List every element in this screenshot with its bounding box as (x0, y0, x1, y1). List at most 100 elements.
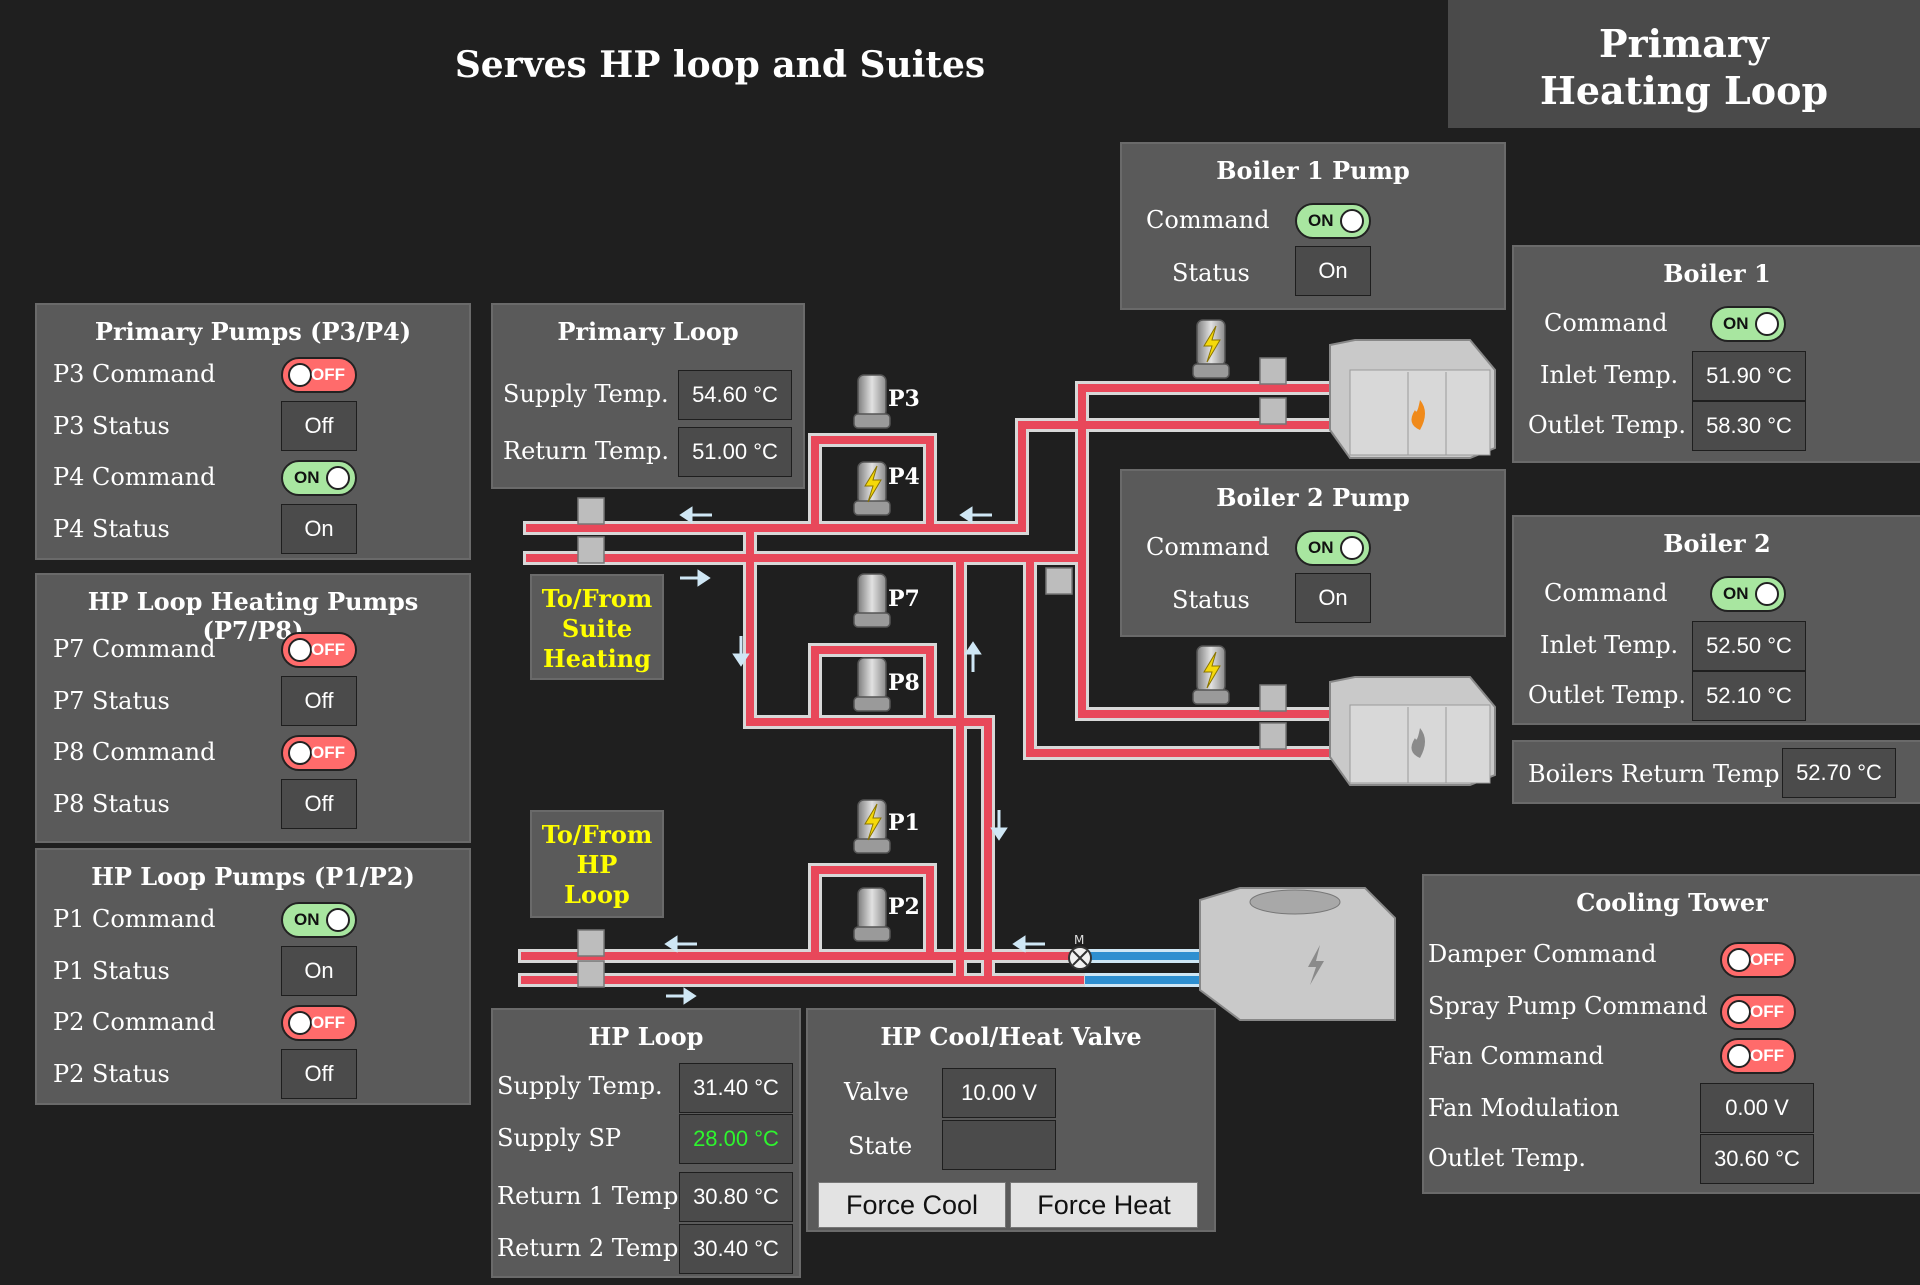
temp-sensor (1259, 357, 1287, 385)
suite-box-line1: To/From (541, 584, 653, 613)
p2-command-label: P2 Command (53, 1008, 216, 1036)
boiler1-command-toggle[interactable]: ON (1710, 306, 1786, 342)
p8-status-value: Off (281, 779, 357, 829)
boiler2-inlet-label: Inlet Temp. (1540, 631, 1679, 659)
hp-supply-label: Supply Temp. (497, 1072, 663, 1100)
p4-command-label: P4 Command (53, 463, 216, 491)
fan-modulation-value: 0.00 V (1700, 1083, 1814, 1133)
panel-hp-loop: HP Loop Supply Temp. 31.40 °C Supply SP … (491, 1008, 801, 1278)
page-title: Serves HP loop and Suites (454, 44, 986, 86)
fan-command-label: Fan Command (1428, 1042, 1604, 1070)
p4-command-toggle[interactable]: ON (281, 460, 357, 496)
hp-box-line3: Loop (564, 880, 630, 909)
panel-primary-loop: Primary Loop Supply Temp. 54.60 °C Retur… (491, 303, 805, 489)
temp-sensor (577, 497, 605, 525)
boiler1-pump-status-value: On (1295, 246, 1371, 296)
suite-heating-connection: To/From Suite Heating (530, 574, 664, 680)
panel-title: Boiler 1 (1663, 259, 1771, 288)
pipe-p3-loop (808, 433, 937, 535)
panel-title: Boiler 2 (1663, 529, 1771, 558)
tower-outlet-label: Outlet Temp. (1428, 1144, 1587, 1172)
spray-pump-command-toggle[interactable]: OFF (1720, 994, 1796, 1030)
suite-box-line2: Suite (561, 614, 633, 643)
pipe-suite-supply (743, 521, 995, 985)
panel-title: HP Cool/Heat Valve (880, 1022, 1142, 1051)
pump-p7-icon (853, 573, 891, 628)
section-header: Primary Heating Loop (1448, 0, 1920, 128)
pipe-p7-loop (808, 643, 937, 729)
hp-return1-label: Return 1 Temp. (497, 1182, 686, 1210)
valve-value: 10.00 V (942, 1068, 1056, 1118)
p2-command-toggle[interactable]: OFF (281, 1005, 357, 1041)
damper-command-label: Damper Command (1428, 940, 1657, 968)
flow-arrow-down (732, 636, 750, 667)
temp-sensor (577, 960, 605, 988)
boiler1-inlet-label: Inlet Temp. (1540, 361, 1679, 389)
p1-status-value: On (281, 946, 357, 996)
boiler1-pump-command-toggle[interactable]: ON (1295, 203, 1371, 239)
pump-label: P3 (888, 386, 920, 412)
p3-status-value: Off (281, 401, 357, 451)
p4-status-label: P4 Status (53, 515, 170, 543)
hp-setpoint-value[interactable]: 28.00 °C (679, 1114, 793, 1164)
hp-return2-label: Return 2 Temp. (497, 1234, 686, 1262)
pump-label: P1 (888, 810, 920, 836)
boiler2-pump-command-toggle[interactable]: ON (1295, 530, 1371, 566)
temp-sensor (577, 929, 605, 957)
hp-setpoint-label: Supply SP (497, 1124, 622, 1152)
hp-box-line1: To/From (541, 820, 653, 849)
hp-loop-connection: To/From HP Loop (530, 810, 664, 918)
primary-supply-label: Supply Temp. (503, 380, 669, 408)
pump-label: P8 (888, 670, 920, 696)
fan-modulation-label: Fan Modulation (1428, 1094, 1620, 1122)
panel-boiler2-pump: Boiler 2 Pump Command ON Status On (1120, 469, 1506, 637)
force-heat-button[interactable]: Force Heat (1010, 1182, 1198, 1228)
flow-arrow-left (664, 935, 697, 953)
running-bolt-icon (864, 465, 882, 503)
pump-boiler1-icon (1192, 319, 1230, 379)
pump-label: P2 (888, 894, 920, 920)
boiler2-pump-status-value: On (1295, 573, 1371, 623)
boiler2-command-toggle[interactable]: ON (1710, 576, 1786, 612)
running-bolt-icon (864, 803, 882, 841)
panel-title: HP Loop (588, 1022, 704, 1051)
boiler-1-icon (1329, 339, 1496, 459)
boiler1-pump-command-label: Command (1146, 206, 1270, 234)
panel-boiler1: Boiler 1 Command ON Inlet Temp. 51.90 °C… (1512, 245, 1920, 463)
primary-return-value: 51.00 °C (678, 427, 792, 477)
p8-command-toggle[interactable]: OFF (281, 735, 357, 771)
panel-boiler1-pump: Boiler 1 Pump Command ON Status On (1120, 142, 1506, 310)
boiler1-pump-status-label: Status (1172, 259, 1250, 287)
flow-arrow-left (679, 506, 712, 524)
p8-command-label: P8 Command (53, 738, 216, 766)
panel-hp-heating-pumps: HP Loop Heating Pumps (P7/P8) P7 Command… (35, 573, 471, 843)
boilers-return-value: 52.70 °C (1782, 748, 1896, 798)
boiler1-command-label: Command (1544, 309, 1668, 337)
p1-status-label: P1 Status (53, 957, 170, 985)
section-header-line2: Heating Loop (1539, 68, 1829, 113)
force-cool-button[interactable]: Force Cool (818, 1182, 1006, 1228)
tower-outlet-value: 30.60 °C (1700, 1134, 1814, 1184)
boiler1-outlet-value: 58.30 °C (1692, 401, 1806, 451)
panel-primary-pumps: Primary Pumps (P3/P4) P3 Command OFF P3 … (35, 303, 471, 560)
p7-command-toggle[interactable]: OFF (281, 632, 357, 668)
panel-hp-loop-pumps: HP Loop Pumps (P1/P2) P1 Command ON P1 S… (35, 848, 471, 1105)
p3-command-toggle[interactable]: OFF (281, 357, 357, 393)
boiler2-pump-command-label: Command (1146, 533, 1270, 561)
cooling-tower-icon (1199, 887, 1396, 1021)
p2-status-value: Off (281, 1049, 357, 1099)
p7-command-label: P7 Command (53, 635, 216, 663)
hp-supply-value: 31.40 °C (679, 1063, 793, 1113)
p8-status-label: P8 Status (53, 790, 170, 818)
temp-sensor (1259, 397, 1287, 425)
fan-command-toggle[interactable]: OFF (1720, 1038, 1796, 1074)
damper-command-toggle[interactable]: OFF (1720, 942, 1796, 978)
valve-state-value (942, 1120, 1056, 1170)
p1-command-toggle[interactable]: ON (281, 902, 357, 938)
boiler2-command-label: Command (1544, 579, 1668, 607)
temp-sensor (1045, 567, 1073, 595)
panel-title: Cooling Tower (1576, 888, 1768, 917)
pump-label: P7 (888, 586, 920, 612)
pump-label: P4 (888, 464, 920, 490)
hp-return2-value: 30.40 °C (679, 1224, 793, 1274)
